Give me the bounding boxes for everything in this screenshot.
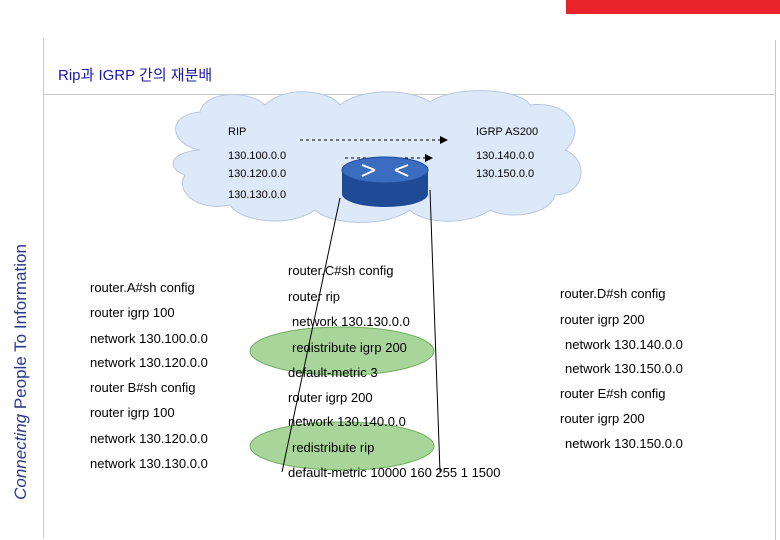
config-line: router igrp 200 (560, 411, 645, 426)
config-line: redistribute rip (292, 440, 375, 455)
divider-line (775, 40, 776, 540)
config-line: router B#sh config (90, 380, 196, 395)
config-line: network 130.120.0.0 (90, 355, 208, 370)
config-line: network 130.150.0.0 (565, 361, 683, 376)
redistribute-highlight (249, 326, 435, 376)
config-line: network 130.130.0.0 (90, 456, 208, 471)
router-arrows (361, 164, 409, 177)
config-line: network 130.140.0.0 (288, 414, 406, 429)
config-line: router igrp 100 (90, 405, 175, 420)
page-title: Rip과 IGRP 간의 재분배 (58, 67, 213, 84)
rip-network: 130.100.0.0 (228, 150, 287, 162)
config-line: router.D#sh config (560, 286, 666, 301)
config-line: network 130.130.0.0 (292, 314, 410, 329)
arrow-head (425, 154, 433, 162)
projection-line (281, 197, 341, 473)
config-line: router igrp 100 (90, 305, 175, 320)
config-line: redistribute igrp 200 (292, 340, 407, 355)
igrp-network: 130.140.0.0 (476, 150, 535, 162)
igrp-network: 130.150.0.0 (476, 168, 535, 180)
config-line: network 130.140.0.0 (565, 337, 683, 352)
config-line: router rip (288, 289, 341, 304)
config-line: network 130.100.0.0 (90, 331, 208, 346)
accent-bar (566, 0, 780, 14)
network-cloud (172, 90, 582, 223)
projection-line (429, 189, 441, 473)
config-line: network 130.150.0.0 (565, 436, 683, 451)
divider-line (43, 38, 44, 538)
config-line: default-metric 3 (288, 365, 378, 380)
router-top (341, 156, 429, 184)
config-line: default-metric 10000 160 255 1 1500 (288, 465, 501, 480)
config-line: router E#sh config (560, 386, 666, 401)
config-line: network 130.120.0.0 (90, 431, 208, 446)
config-line: router igrp 200 (560, 312, 645, 327)
rip-label: RIP (228, 126, 247, 138)
config-line: router.A#sh config (90, 280, 195, 295)
config-line: router igrp 200 (288, 390, 373, 405)
redistribute-highlight (249, 421, 435, 471)
arrow-head (440, 136, 448, 144)
igrp-label: IGRP AS200 (476, 126, 539, 138)
rip-network: 130.120.0.0 (228, 168, 287, 180)
rip-network: 130.130.0.0 (228, 189, 287, 201)
config-line: router.C#sh config (288, 263, 394, 278)
